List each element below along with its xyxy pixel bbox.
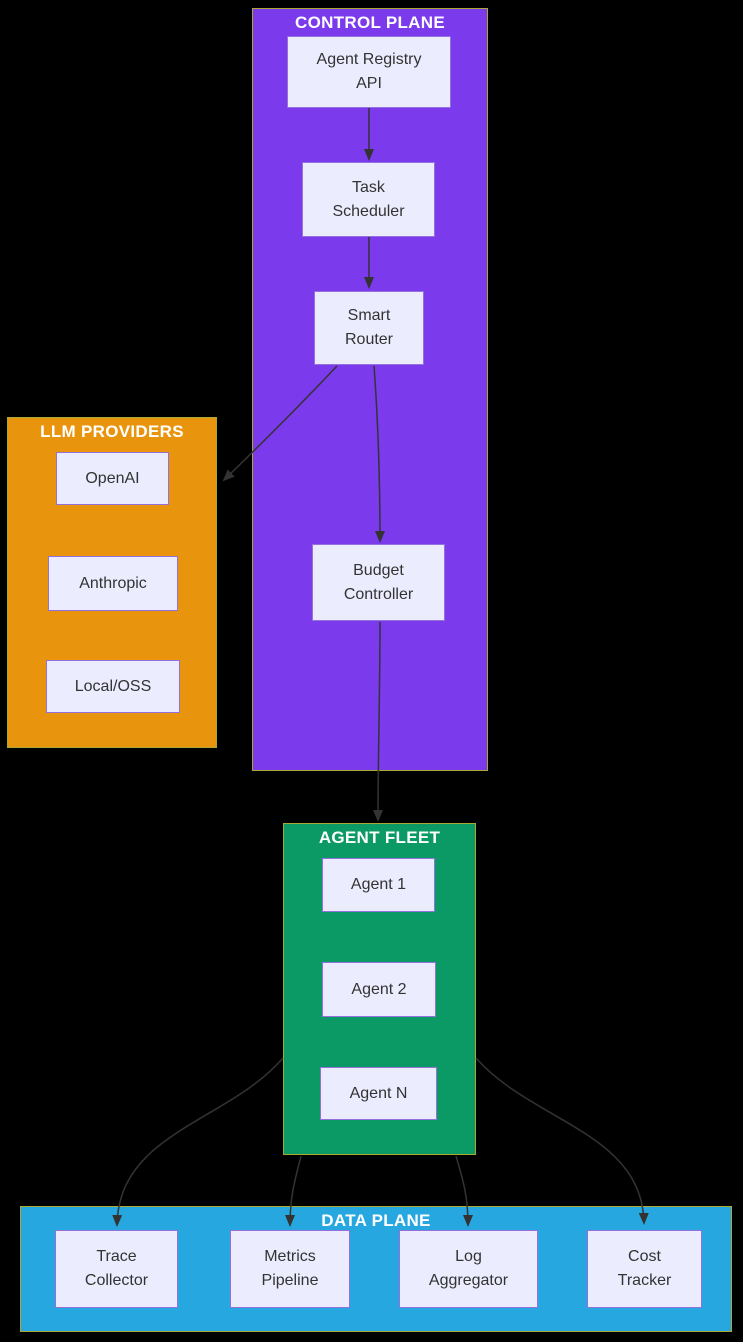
node-local-oss: Local/OSS (46, 660, 180, 713)
node-label: Budget Controller (343, 561, 414, 603)
node-agent-n: Agent N (320, 1067, 437, 1120)
cluster-title-data-plane: DATA PLANE (321, 1211, 431, 1230)
cluster-control-plane: CONTROL PLANE (252, 8, 488, 771)
node-label: Log Aggregator (428, 1248, 509, 1289)
node-cost-tracker: Cost Tracker (587, 1230, 702, 1308)
node-label: Agent 2 (351, 980, 407, 998)
node-metrics-pipeline: Metrics Pipeline (230, 1230, 350, 1308)
cluster-title-llm-providers: LLM PROVIDERS (40, 422, 184, 441)
node-label: Agent Registry API (316, 51, 422, 92)
node-label: Metrics Pipeline (261, 1248, 319, 1289)
cluster-title-control-plane: CONTROL PLANE (295, 13, 445, 32)
node-agent-1: Agent 1 (322, 858, 435, 912)
node-label: Agent N (349, 1084, 408, 1102)
node-task-scheduler: Task Scheduler (302, 162, 435, 237)
node-smart-router: Smart Router (314, 291, 424, 365)
node-log-aggregator: Log Aggregator (399, 1230, 538, 1308)
edge-fleet-to-trace-collector (112, 1057, 284, 1227)
node-anthropic: Anthropic (48, 556, 178, 611)
node-agent-registry-api: Agent Registry API (287, 36, 451, 108)
node-budget-controller: Budget Controller (312, 544, 445, 621)
node-label: OpenAI (85, 469, 140, 487)
node-trace-collector: Trace Collector (55, 1230, 178, 1308)
node-label: Cost Tracker (617, 1248, 672, 1289)
node-label: Anthropic (79, 574, 147, 592)
node-label: Smart Router (344, 307, 394, 348)
node-agent-2: Agent 2 (322, 962, 436, 1017)
edge-fleet-to-cost-tracker (475, 1057, 649, 1225)
node-label: Task Scheduler (332, 178, 405, 220)
node-label: Local/OSS (74, 677, 152, 695)
node-label: Agent 1 (350, 876, 407, 893)
cluster-title-agent-fleet: AGENT FLEET (318, 828, 441, 847)
node-label: Trace Collector (84, 1248, 149, 1289)
node-openai: OpenAI (56, 452, 169, 505)
